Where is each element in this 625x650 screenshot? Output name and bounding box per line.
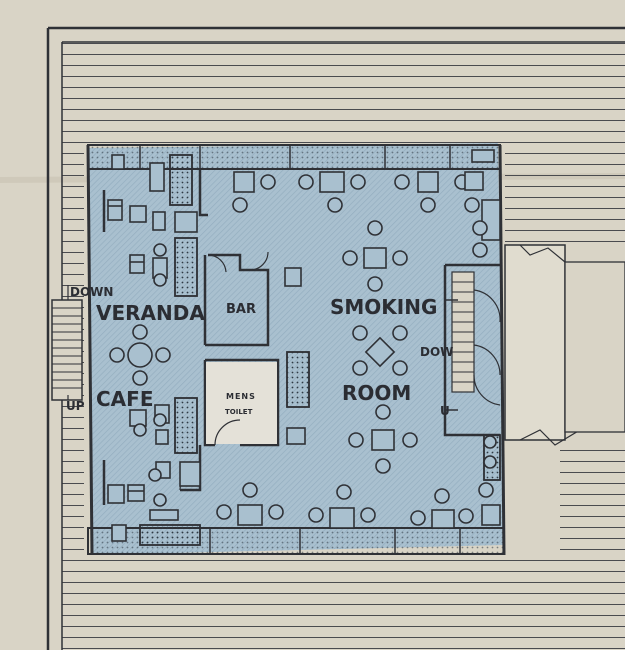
- sofa-icon: [174, 397, 198, 454]
- side-table: [481, 504, 501, 526]
- furniture-group: [107, 149, 501, 546]
- armchair-icon: [284, 267, 302, 287]
- armchair-icon: [107, 199, 123, 221]
- armchair-icon: [127, 484, 145, 502]
- armchair-icon: [152, 211, 166, 231]
- deck-planking: [62, 42, 625, 650]
- square-table-icon: [342, 220, 408, 292]
- sofa-icon: [174, 237, 198, 297]
- left-staircase: [51, 285, 83, 401]
- armchair-icon: [129, 205, 147, 223]
- round-table-veranda: [109, 324, 171, 386]
- side-table: [149, 162, 165, 192]
- armchair-icon: [155, 429, 169, 445]
- right-staircase: [445, 271, 501, 411]
- table-row-bottom: [216, 435, 497, 529]
- armchair-icon: [111, 524, 127, 542]
- square-table-icon: [348, 404, 418, 474]
- side-table: [149, 509, 179, 521]
- toilet-label: TOILET: [225, 408, 253, 416]
- toilet-room: [206, 362, 277, 444]
- labels: DOWN VERANDA CAFE UP BAR MENS TOILET SMO…: [66, 285, 453, 418]
- armchair-icon: [111, 154, 125, 170]
- room-label: ROOM: [342, 381, 411, 405]
- stair-up-left-label: UP: [66, 399, 85, 413]
- veranda-label: VERANDA: [96, 301, 205, 325]
- armchair-icon: [107, 484, 125, 504]
- armchair-icon: [129, 254, 145, 274]
- stair-down-right-label: DOW: [420, 345, 453, 359]
- sofa-icon: [169, 154, 193, 206]
- mens-label: MENS: [226, 392, 256, 401]
- smoking-label: SMOKING: [330, 295, 437, 319]
- armchair-icon: [286, 427, 306, 445]
- sofa-icon: [139, 524, 201, 546]
- chair-group: [133, 243, 167, 507]
- side-table: [471, 149, 495, 163]
- cafe-label: CAFE: [96, 387, 153, 411]
- square-table-icon: [352, 325, 408, 376]
- side-table: [179, 461, 201, 487]
- table-row-top: [232, 171, 488, 258]
- sofa-icon: [286, 351, 310, 408]
- right-stair-landing: [504, 244, 625, 446]
- stair-down-left-label: DOWN: [70, 285, 113, 299]
- stair-up-right-label: U: [440, 404, 450, 418]
- bar-label: BAR: [226, 302, 256, 317]
- side-table: [174, 211, 198, 233]
